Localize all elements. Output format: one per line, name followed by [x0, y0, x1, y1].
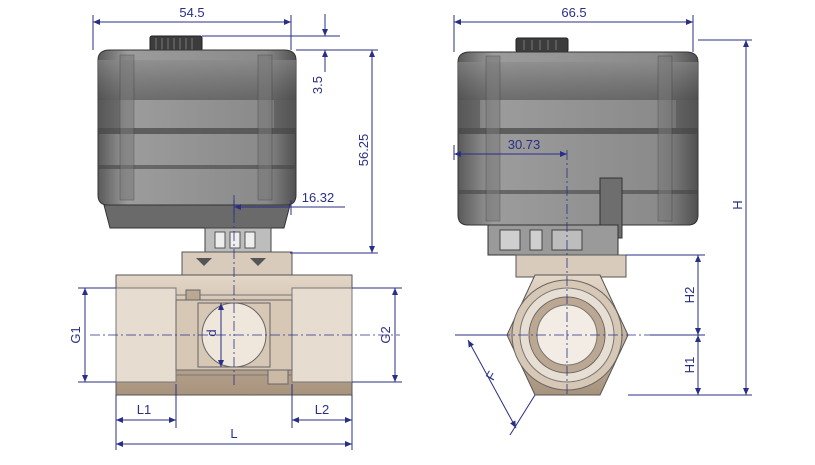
- front-view: [90, 35, 400, 396]
- dimension-actuator-height: 56.25: [290, 49, 378, 254]
- actuator-housing-side: [457, 51, 699, 239]
- actuator-housing-front: [97, 49, 297, 229]
- dimension-port-left: G1: [68, 287, 116, 383]
- label-top-gap: 3.5: [310, 76, 325, 94]
- manual-knob: [149, 35, 203, 53]
- dimension-total-height: H: [628, 39, 752, 396]
- label-total-height: H: [730, 200, 745, 209]
- label-port-left: G1: [68, 326, 83, 343]
- label-stem-offset: 16.32: [302, 190, 335, 205]
- label-side-width: 66.5: [561, 5, 586, 20]
- label-port-right: G2: [378, 326, 393, 343]
- label-thread-right: L2: [315, 402, 329, 417]
- label-side-offset: 30.73: [508, 137, 541, 152]
- dimension-stem-offset: 16.32: [233, 190, 345, 215]
- dimension-front-width: 54.5: [92, 5, 292, 50]
- label-thread-left: L1: [137, 402, 151, 417]
- dimension-port-right: G2: [352, 287, 402, 383]
- dimension-height-upper: H2: [626, 254, 705, 336]
- coupling-front: [181, 227, 293, 278]
- dimension-bore: d: [204, 303, 224, 367]
- coupling-side: [487, 224, 627, 278]
- side-view: [457, 37, 699, 396]
- dimension-thread-left: L1: [115, 384, 177, 450]
- dimension-side-offset: 30.73: [453, 137, 567, 160]
- label-bore: d: [204, 329, 219, 336]
- label-hex-flats: F: [483, 369, 500, 383]
- label-height-upper: H2: [682, 287, 697, 304]
- dimension-thread-right: L2: [291, 384, 353, 450]
- label-front-width: 54.5: [179, 5, 204, 20]
- dimension-side-width: 66.5: [453, 5, 694, 52]
- label-height-lower: H1: [682, 357, 697, 374]
- label-length: L: [230, 426, 237, 441]
- dimension-height-lower: H1: [682, 335, 701, 395]
- label-actuator-height: 56.25: [356, 134, 371, 167]
- dimension-length: L: [116, 426, 352, 447]
